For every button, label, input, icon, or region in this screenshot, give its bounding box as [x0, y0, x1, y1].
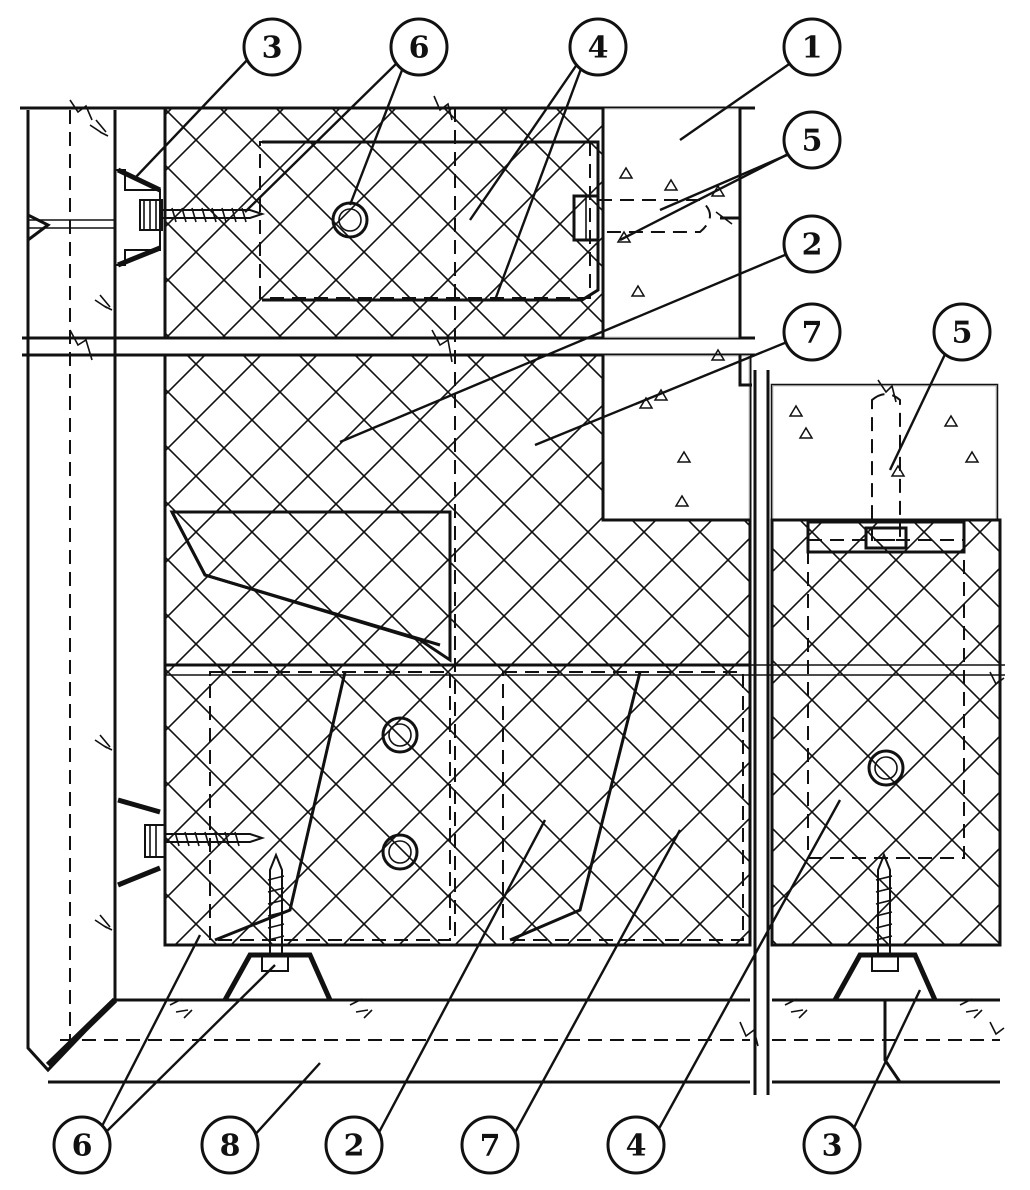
wedge-bottom-right: [509, 671, 642, 942]
left-vertical-profile: [26, 110, 118, 1073]
callout-circle: [782, 214, 842, 274]
callout-circle: [242, 17, 302, 77]
callout-circle: [389, 17, 449, 77]
callout-circle: [782, 302, 842, 362]
callout-circle: [200, 1115, 260, 1175]
callout-number: 7: [802, 316, 823, 351]
screw-bottom-center: [267, 852, 285, 955]
callout-circle: [460, 1115, 520, 1175]
wedge-bottom-left: [214, 671, 347, 942]
leader-lines: [98, 56, 950, 1139]
callout-number: 7: [480, 1129, 501, 1164]
callout-number: 2: [802, 228, 823, 263]
callout-c4-bottom: 4: [606, 1115, 666, 1175]
screw-top-left: [160, 207, 266, 223]
callout-number: 8: [220, 1129, 241, 1164]
anchor-dowel-top: [572, 194, 740, 242]
callout-c7-mid: 7: [782, 302, 842, 362]
callout-c6-top: 6: [389, 17, 449, 77]
screw-bottom-right: [875, 852, 893, 955]
callout-circle: [782, 110, 842, 170]
callout-c5-right: 5: [932, 302, 992, 362]
callout-number: 4: [626, 1129, 647, 1164]
right-insulation-panel: [770, 518, 1002, 947]
callout-c4-top: 4: [568, 17, 628, 77]
clip-bottom-right: [832, 952, 938, 1083]
clip-bottom-left: [117, 797, 166, 888]
callout-circle: [932, 302, 992, 362]
callout-c2-mid: 2: [782, 214, 842, 274]
callout-c6-bottom: 6: [52, 1115, 112, 1175]
callout-number: 6: [72, 1129, 93, 1164]
callout-number: 3: [822, 1129, 843, 1164]
callout-number: 5: [802, 124, 823, 159]
callout-number: 6: [409, 31, 430, 66]
callout-circle: [606, 1115, 666, 1175]
callout-c5-top: 5: [782, 110, 842, 170]
callout-c2-bottom: 2: [324, 1115, 384, 1175]
bolt-symbols: [331, 201, 905, 871]
callout-c3-top-left: 3: [242, 17, 302, 77]
bracket-outline-bottom-right: [502, 671, 744, 941]
concrete-block-top: [601, 106, 742, 340]
bottom-board: [48, 998, 759, 1084]
insulation-panel-bottom: [163, 663, 752, 947]
callout-c3-bottom: 3: [802, 1115, 862, 1175]
callout-circle: [782, 17, 842, 77]
callout-labels: 3 6 4 1 5 2 7 5 6 8 2 7 4 3: [52, 17, 992, 1175]
callout-circle: [568, 17, 628, 77]
right-section: [753, 370, 1005, 1095]
clip-bottom-center: [222, 952, 333, 1002]
callout-c1-top: 1: [782, 17, 842, 77]
callout-number: 5: [952, 316, 973, 351]
nail-marks: [89, 119, 983, 1019]
callout-number: 3: [262, 31, 283, 66]
screw-bottom-left: [165, 831, 266, 847]
bracket-outline-bottom-left: [209, 671, 451, 941]
callout-c8-bottom: 8: [200, 1115, 260, 1175]
callout-number: 2: [344, 1129, 365, 1164]
callout-number: 4: [588, 31, 609, 66]
callout-number: 1: [802, 31, 823, 66]
callout-c7-bottom: 7: [460, 1115, 520, 1175]
callout-circle: [802, 1115, 862, 1175]
clip-top-left: [115, 167, 163, 268]
callout-circle: [324, 1115, 384, 1175]
callout-circle: [52, 1115, 112, 1175]
concrete-block-middle: [601, 348, 752, 522]
